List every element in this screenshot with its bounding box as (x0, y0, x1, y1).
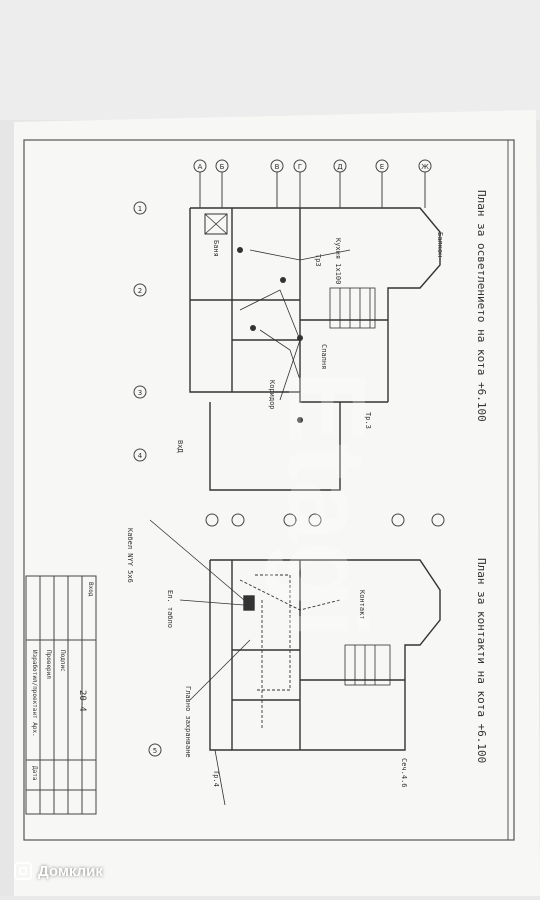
axis-letter-zh: Ж (421, 163, 429, 171)
label-balcony: Балкон (436, 232, 444, 257)
watermark: Etagi (265, 370, 388, 639)
label-bedroom: Спалня (320, 344, 328, 369)
label-panel: Ел. табло (166, 590, 174, 628)
axis-number-4: 4 (138, 452, 143, 460)
sheet-frame (23, 139, 515, 841)
plan-bottom (149, 519, 441, 806)
brand-logo: Домклик (14, 862, 103, 880)
plan-top-title: План за осветлението на кота +6.100 (475, 190, 488, 422)
label-main-supply: Главно захранване (184, 686, 192, 758)
paper-sheet (14, 110, 540, 896)
label-socket: Контакт (358, 590, 366, 620)
brand-name: Домклик (38, 862, 103, 880)
label-tr3-top: Тр3 (314, 254, 322, 267)
axis-markers-bottom (148, 513, 445, 757)
axis-markers-top (133, 159, 432, 462)
axis-number-5: 5 (153, 747, 157, 755)
axis-letter-d: Д (337, 163, 343, 171)
stamp-line-1: Изработил/проектант Арх. (31, 650, 38, 737)
stamp-line-5: Вход (87, 582, 94, 597)
stamp-line-3: Подпис (59, 650, 66, 672)
stamp-line-4: Дата (31, 766, 38, 781)
domclick-icon (14, 862, 32, 880)
label-cable: Кабел NYY 5x6 (126, 528, 134, 583)
axis-letter-a: А (198, 163, 203, 171)
label-bath: Баня (212, 240, 220, 257)
axis-letter-b: Б (220, 163, 225, 171)
axis-letter-v: В (275, 163, 280, 171)
axis-letter-g: Г (298, 163, 302, 171)
label-tr4: Тр.4 (212, 770, 220, 787)
label-entry: ВхД (176, 440, 184, 453)
stamp-line-2: Проверил (45, 650, 52, 679)
axis-number-3: 3 (138, 389, 142, 397)
axis-letter-e: Е (380, 163, 384, 171)
axis-number-1: 1 (138, 205, 142, 213)
label-corridor: Коридор (268, 380, 276, 410)
label-kitchen: Кухня 1x100 (334, 238, 342, 284)
plan-bottom-title: План за контакти на кота +6.100 (475, 558, 488, 763)
plan-top (189, 207, 441, 491)
title-block (25, 575, 97, 815)
label-tr3: Тр.3 (364, 412, 372, 429)
label-section: Сеч.4.6 (400, 758, 408, 788)
stamp-sheet-no: 20-4 (77, 690, 87, 712)
axis-number-2: 2 (138, 287, 142, 295)
